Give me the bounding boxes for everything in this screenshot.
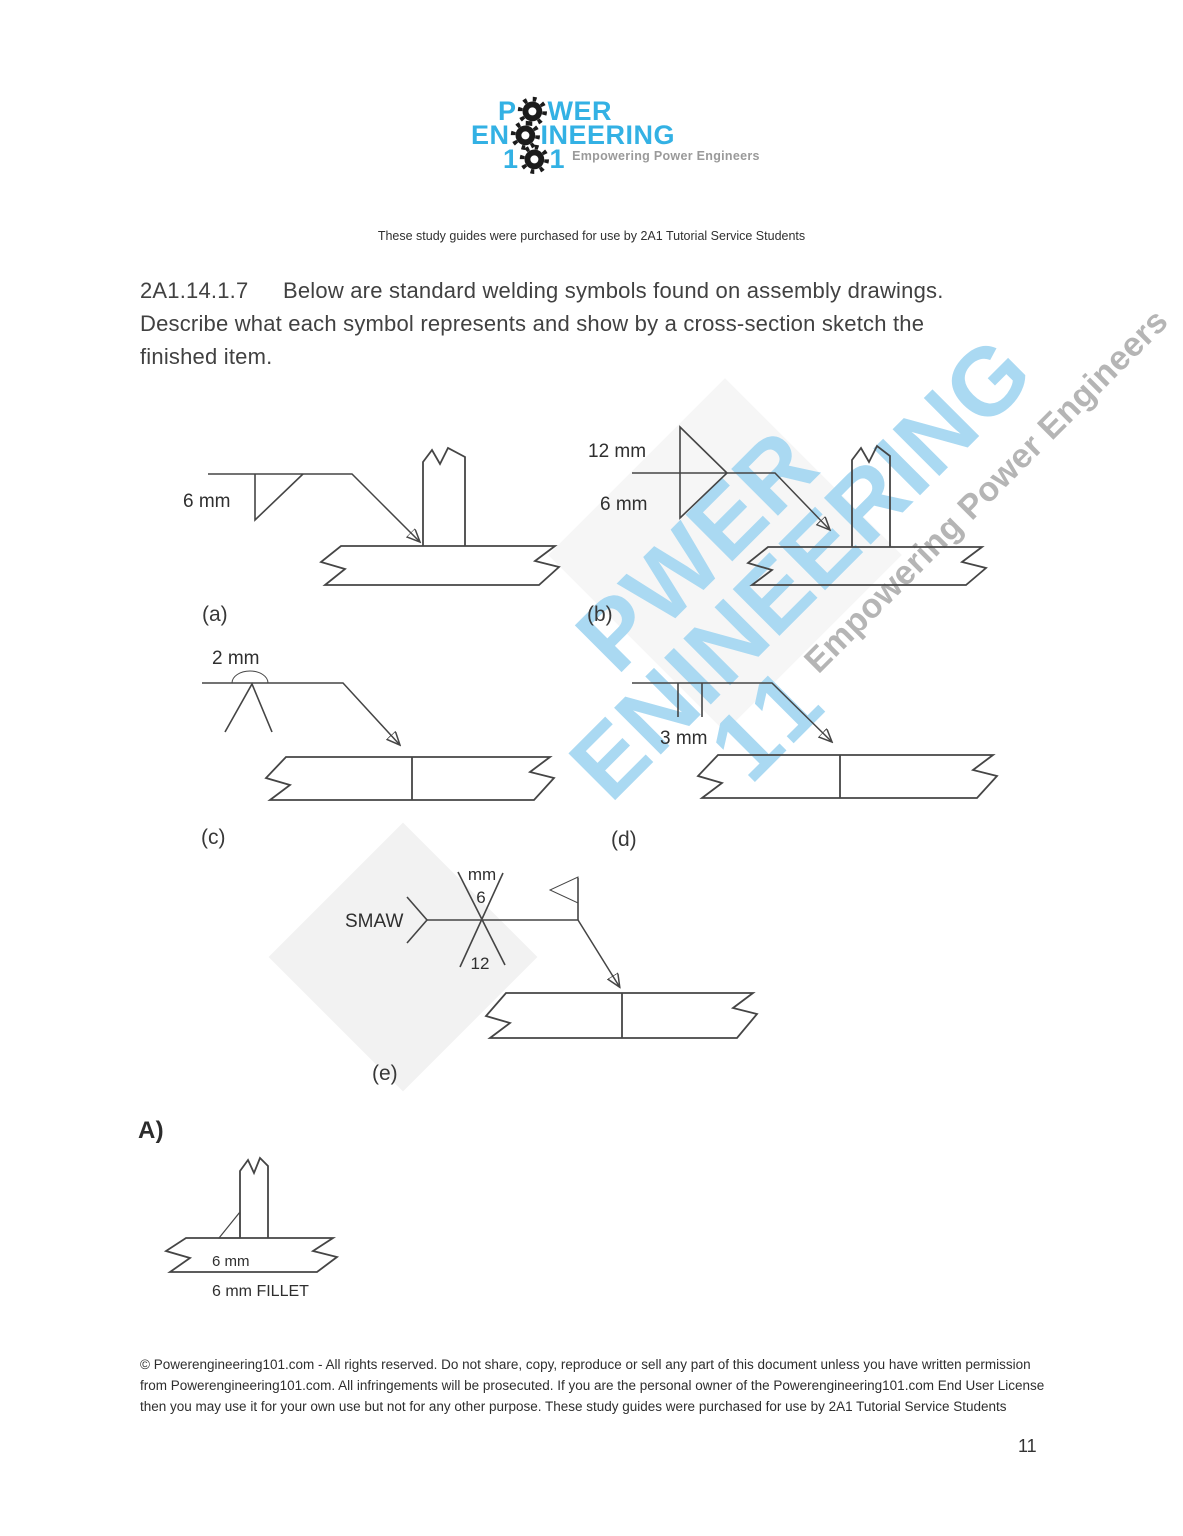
vertical-plate: [422, 446, 466, 546]
question-number: 2A1.14.1.7: [140, 278, 249, 303]
gear-icon: [517, 96, 548, 127]
fillet-weld-sketch: 6 mm 6 mm FILLET: [163, 1156, 340, 1300]
diagram-d: 3 mm (d): [611, 682, 999, 851]
logo-word-101-left: 1: [503, 143, 519, 174]
sketch-caption: 6 mm FILLET: [212, 1283, 309, 1300]
vertical-plate: [851, 444, 891, 547]
reinforcement-contour-symbol: [231, 670, 269, 684]
size-label-below: 6 mm: [600, 494, 648, 515]
diagram-label: (e): [372, 1062, 398, 1085]
size-label: 2 mm: [212, 648, 260, 669]
tail-symbol: [406, 896, 429, 944]
diagram-a: 6 mm (a): [183, 446, 561, 626]
diagram-label: (b): [587, 603, 613, 626]
butt-joint-plate: [264, 756, 556, 801]
size-label: 3 mm: [660, 728, 708, 749]
leader-arrow: [208, 473, 419, 541]
size-label: 6 mm: [183, 491, 231, 512]
footer-copyright: © Powerengineering101.com - All rights r…: [140, 1357, 1045, 1414]
horizontal-plate: [746, 546, 988, 586]
size-label-below: 12: [471, 954, 490, 973]
fillet-weld-symbol: [254, 473, 304, 522]
process-label: SMAW: [345, 911, 403, 932]
logo-word-power-right: WER: [547, 95, 613, 126]
double-fillet-weld-symbol: [679, 425, 729, 520]
v-groove-symbol: [224, 682, 273, 733]
horizontal-plate: [319, 545, 561, 586]
leader-arrow: [427, 919, 619, 986]
horizontal-plate: [163, 1237, 340, 1273]
plate-size-label: 6 mm: [212, 1253, 250, 1270]
logo-word-101-right: 1: [549, 143, 566, 174]
page-number: 11: [1018, 1436, 1037, 1456]
butt-joint-plate: [696, 754, 999, 799]
logo-tagline: Empowering Power Engineers: [572, 149, 760, 163]
diagram-c: 2 mm (c): [201, 648, 556, 849]
purchase-note: These study guides were purchased for us…: [377, 229, 806, 243]
diagram-label: (a): [202, 603, 228, 626]
fillet-weld-bead: [217, 1210, 241, 1239]
diagram-b: 12 mm 6 mm (b): [587, 425, 988, 626]
size-label-above: 6: [476, 888, 485, 907]
leader-arrow: [632, 472, 829, 529]
gear-icon: [519, 144, 550, 175]
gear-icon: [510, 120, 541, 151]
diagram-label: (d): [611, 828, 637, 851]
leader-arrow: [202, 682, 399, 744]
vertical-plate: [239, 1156, 269, 1238]
welding-symbols-figure: 6 mm (a) 12 mm 6 mm (b) 2 mm (c): [183, 425, 999, 1085]
square-groove-symbol: [677, 683, 703, 717]
double-v-groove-symbol: [457, 871, 506, 968]
logo-word-engineering-left: EN: [471, 119, 510, 150]
unit-label: mm: [468, 865, 496, 884]
field-weld-flag-icon: [548, 876, 579, 904]
question-text: Below are standard welding symbols found…: [140, 278, 944, 369]
logo-word-engineering-right: INEERING: [540, 119, 676, 150]
size-label-above: 12 mm: [588, 441, 646, 462]
diagram-e: SMAW mm 6 12 (e): [345, 865, 759, 1085]
butt-joint-plate: [484, 992, 759, 1039]
logo-word-power-left: P: [498, 95, 517, 126]
answer-label: A): [138, 1117, 164, 1144]
diagram-label: (c): [201, 826, 226, 849]
